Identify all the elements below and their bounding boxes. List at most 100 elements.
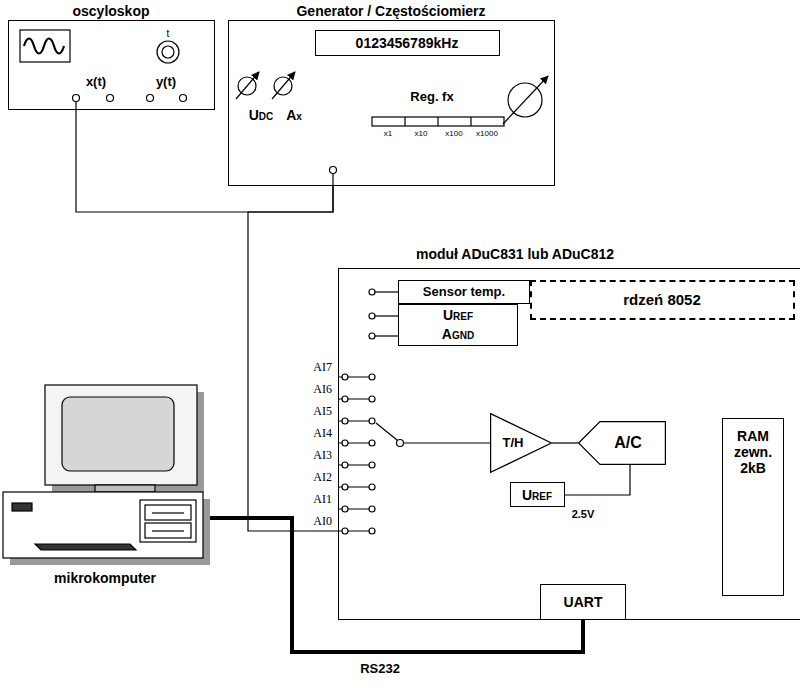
serial-cable	[210, 518, 583, 652]
range-label: x100	[445, 129, 462, 138]
generator-parts	[236, 72, 548, 186]
terminal	[180, 95, 187, 102]
reference-box: UREF AGND	[398, 304, 518, 346]
pin-circle	[369, 418, 375, 424]
output-terminal	[330, 167, 337, 174]
node-label: RAM zewn. 2kB	[726, 428, 780, 476]
signal-wire	[565, 465, 630, 495]
pin-circle	[369, 374, 375, 380]
node-label: UREF	[443, 307, 473, 323]
node-label: A/C	[614, 434, 642, 452]
reference-source: UREF	[510, 482, 565, 507]
node-label: y(t)	[156, 75, 176, 90]
sensor-pin	[375, 291, 398, 292]
pin-circle	[342, 396, 348, 402]
terminal	[107, 95, 114, 102]
pin-circle	[342, 484, 348, 490]
node-label: rdzeń 8052	[623, 291, 701, 308]
pin-circle	[369, 528, 375, 534]
multiplexer-switch	[376, 423, 397, 440]
range-label: x1	[384, 129, 392, 138]
pin-name: AI5	[312, 405, 333, 419]
track-hold-amplifier: T/H	[490, 413, 552, 473]
pin-circle	[342, 528, 348, 534]
drive-slot	[152, 530, 184, 531]
cable-label: RS232	[360, 662, 400, 677]
pin-circle	[369, 289, 375, 295]
node-label: UDC	[249, 107, 274, 123]
computer-illustration	[3, 385, 210, 565]
pin-name: AI1	[312, 493, 333, 507]
reference-pin	[375, 315, 398, 316]
core-box: rdzeń 8052	[530, 280, 795, 320]
pin-circle	[342, 462, 348, 468]
monitor-body	[45, 385, 197, 485]
floppy-drive	[145, 505, 191, 520]
monitor-stand	[95, 485, 155, 492]
module-parts	[338, 289, 490, 534]
time-knob	[162, 46, 174, 58]
range-label: x10	[415, 129, 428, 138]
pin-name: AI3	[312, 449, 333, 463]
computer-case	[3, 492, 203, 558]
pin-circle	[369, 313, 375, 319]
node-label: AGND	[442, 326, 474, 342]
pin-name: AI0	[312, 515, 333, 529]
pin-name: AI6	[312, 383, 333, 397]
pin-name: AI2	[312, 471, 333, 485]
terminal	[147, 95, 154, 102]
node-label: x(t)	[86, 75, 106, 90]
sensor-box: Sensor temp.	[398, 280, 530, 304]
node-label: Ax	[286, 107, 302, 123]
drive-bay	[140, 500, 196, 542]
pin-circle	[369, 506, 375, 512]
amplifier-outline	[491, 414, 552, 473]
pin-circle	[369, 462, 375, 468]
uart-box: UART	[540, 584, 626, 620]
knob-arrow	[272, 72, 295, 99]
computer: mikrokomputer	[3, 383, 210, 565]
node-label: Reg. fx	[410, 90, 453, 105]
panel-title: Generator / Częstościomierz	[296, 3, 485, 19]
terminal-lead	[332, 174, 333, 187]
terminal-lead	[75, 102, 76, 111]
module-board: moduł ADuC831 lub ADuC812Sensor temp.URE…	[338, 268, 800, 620]
node-label: Sensor temp.	[423, 285, 505, 300]
terminal	[73, 95, 80, 102]
converter-outline	[579, 422, 666, 465]
signal-wire	[248, 186, 338, 531]
signal-wire	[76, 110, 333, 212]
voltage-label: 2.5V	[572, 508, 595, 521]
oscilloscope-panel: oscyloskopx(t)y(t)	[8, 20, 215, 110]
node-label: mikrokomputer	[54, 570, 156, 586]
button-divider	[470, 117, 471, 126]
panel-title: oscyloskop	[72, 3, 149, 19]
time-knob	[157, 41, 179, 63]
range-buttons	[372, 117, 504, 126]
button-divider	[404, 117, 405, 126]
power-button	[12, 503, 32, 511]
pin-circle	[342, 506, 348, 512]
generator-panel: Generator / CzęstościomierzUDCAxReg. fx0…	[228, 20, 555, 186]
node-label: UART	[564, 594, 603, 610]
sine-trace	[24, 39, 64, 54]
signal-wire	[552, 442, 578, 443]
case-slot	[35, 544, 136, 550]
pin-name: AI7	[312, 361, 333, 375]
scope-screen	[20, 30, 70, 62]
node-label: moduł ADuC831 lub ADuC812	[416, 246, 614, 262]
pin-circle	[369, 396, 375, 402]
adc-block: A/C	[578, 421, 666, 465]
floppy-drive	[145, 523, 191, 538]
pin-circle	[342, 374, 348, 380]
signal-wire	[404, 442, 491, 443]
node-label: 0123456789kHz	[356, 35, 459, 51]
node-label: T/H	[503, 436, 524, 451]
knob-label: t	[167, 28, 170, 40]
pin-circle	[369, 440, 375, 446]
monitor-screen	[62, 397, 174, 471]
scope-parts	[20, 30, 187, 110]
knob-arrow	[503, 76, 548, 124]
pin-circle	[342, 440, 348, 446]
